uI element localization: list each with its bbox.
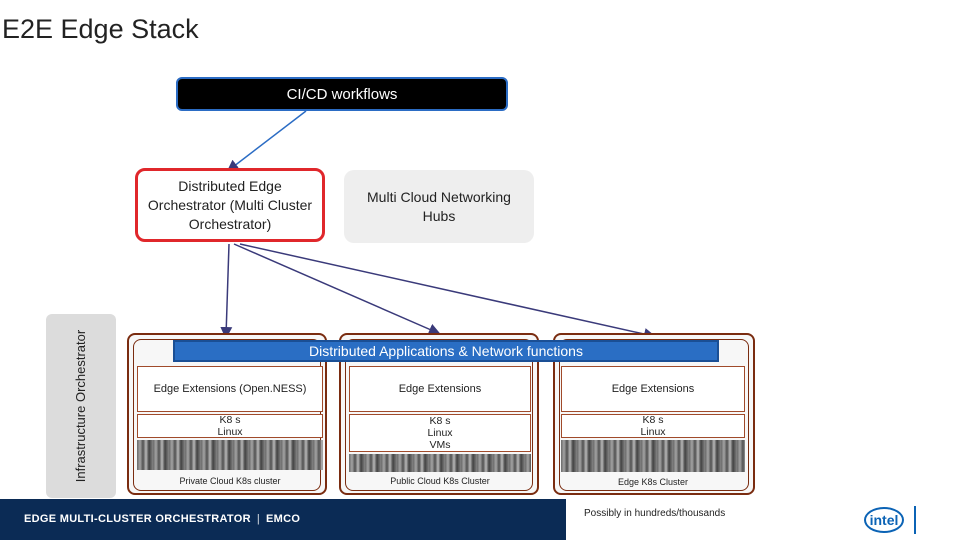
arrow-deo-to-edge [239,243,656,340]
server-rack-image [349,454,531,472]
linux-line: Linux [217,426,243,438]
linux-line: Linux [427,427,453,439]
distributed-edge-orchestrator-box: Distributed Edge Orchestrator (Multi Clu… [135,168,325,242]
footer-left-text: EDGE MULTI-CLUSTER ORCHESTRATOR [24,513,251,525]
multi-cloud-networking-hubs-box: Multi Cloud Networking Hubs [344,170,534,243]
infrastructure-orchestrator-label: Infrastructure Orchestrator [73,329,88,483]
footer-separator: | [256,513,261,525]
k8s-line: K8 s [219,414,241,426]
cicd-workflows-box: CI/CD workflows [176,77,508,111]
footer-bar [0,499,566,540]
cluster-extensions: Edge Extensions (Open.NESS) [137,366,323,412]
cluster-k8s-stack: K8 s Linux [561,414,745,438]
scale-note: Possibly in hundreds/thousands [584,508,726,519]
logo-divider [914,506,916,534]
arrow-deo-to-public [233,243,441,335]
page-title: E2E Edge Stack [2,14,199,44]
server-rack-image [137,440,323,470]
cluster-label: Edge K8s Cluster [617,477,689,487]
cluster-k8s-stack: K8 s Linux [137,414,323,438]
arrow-deo-to-private [220,243,233,339]
cluster-extensions: Edge Extensions [349,366,531,412]
vms-line: VMs [429,439,451,451]
k8s-line: K8 s [429,415,451,427]
distributed-applications-bar: Distributed Applications & Network funct… [173,340,719,362]
server-rack-image [561,440,745,472]
cluster-label: Public Cloud K8s Cluster [390,476,490,486]
k8s-line: K8 s [642,414,664,426]
cluster-k8s-stack: K8 s Linux VMs [349,414,531,452]
intel-logo: intel [864,507,904,533]
cluster-label: Private Cloud K8s cluster [179,476,281,486]
cluster-extensions: Edge Extensions [561,366,745,412]
infrastructure-orchestrator-panel: Infrastructure Orchestrator [46,314,116,498]
arrow-cicd-to-deo [226,110,307,172]
linux-line: Linux [640,426,666,438]
footer-title: EDGE MULTI-CLUSTER ORCHESTRATOR | EMCO [24,513,300,525]
footer-right-text: EMCO [266,513,301,525]
